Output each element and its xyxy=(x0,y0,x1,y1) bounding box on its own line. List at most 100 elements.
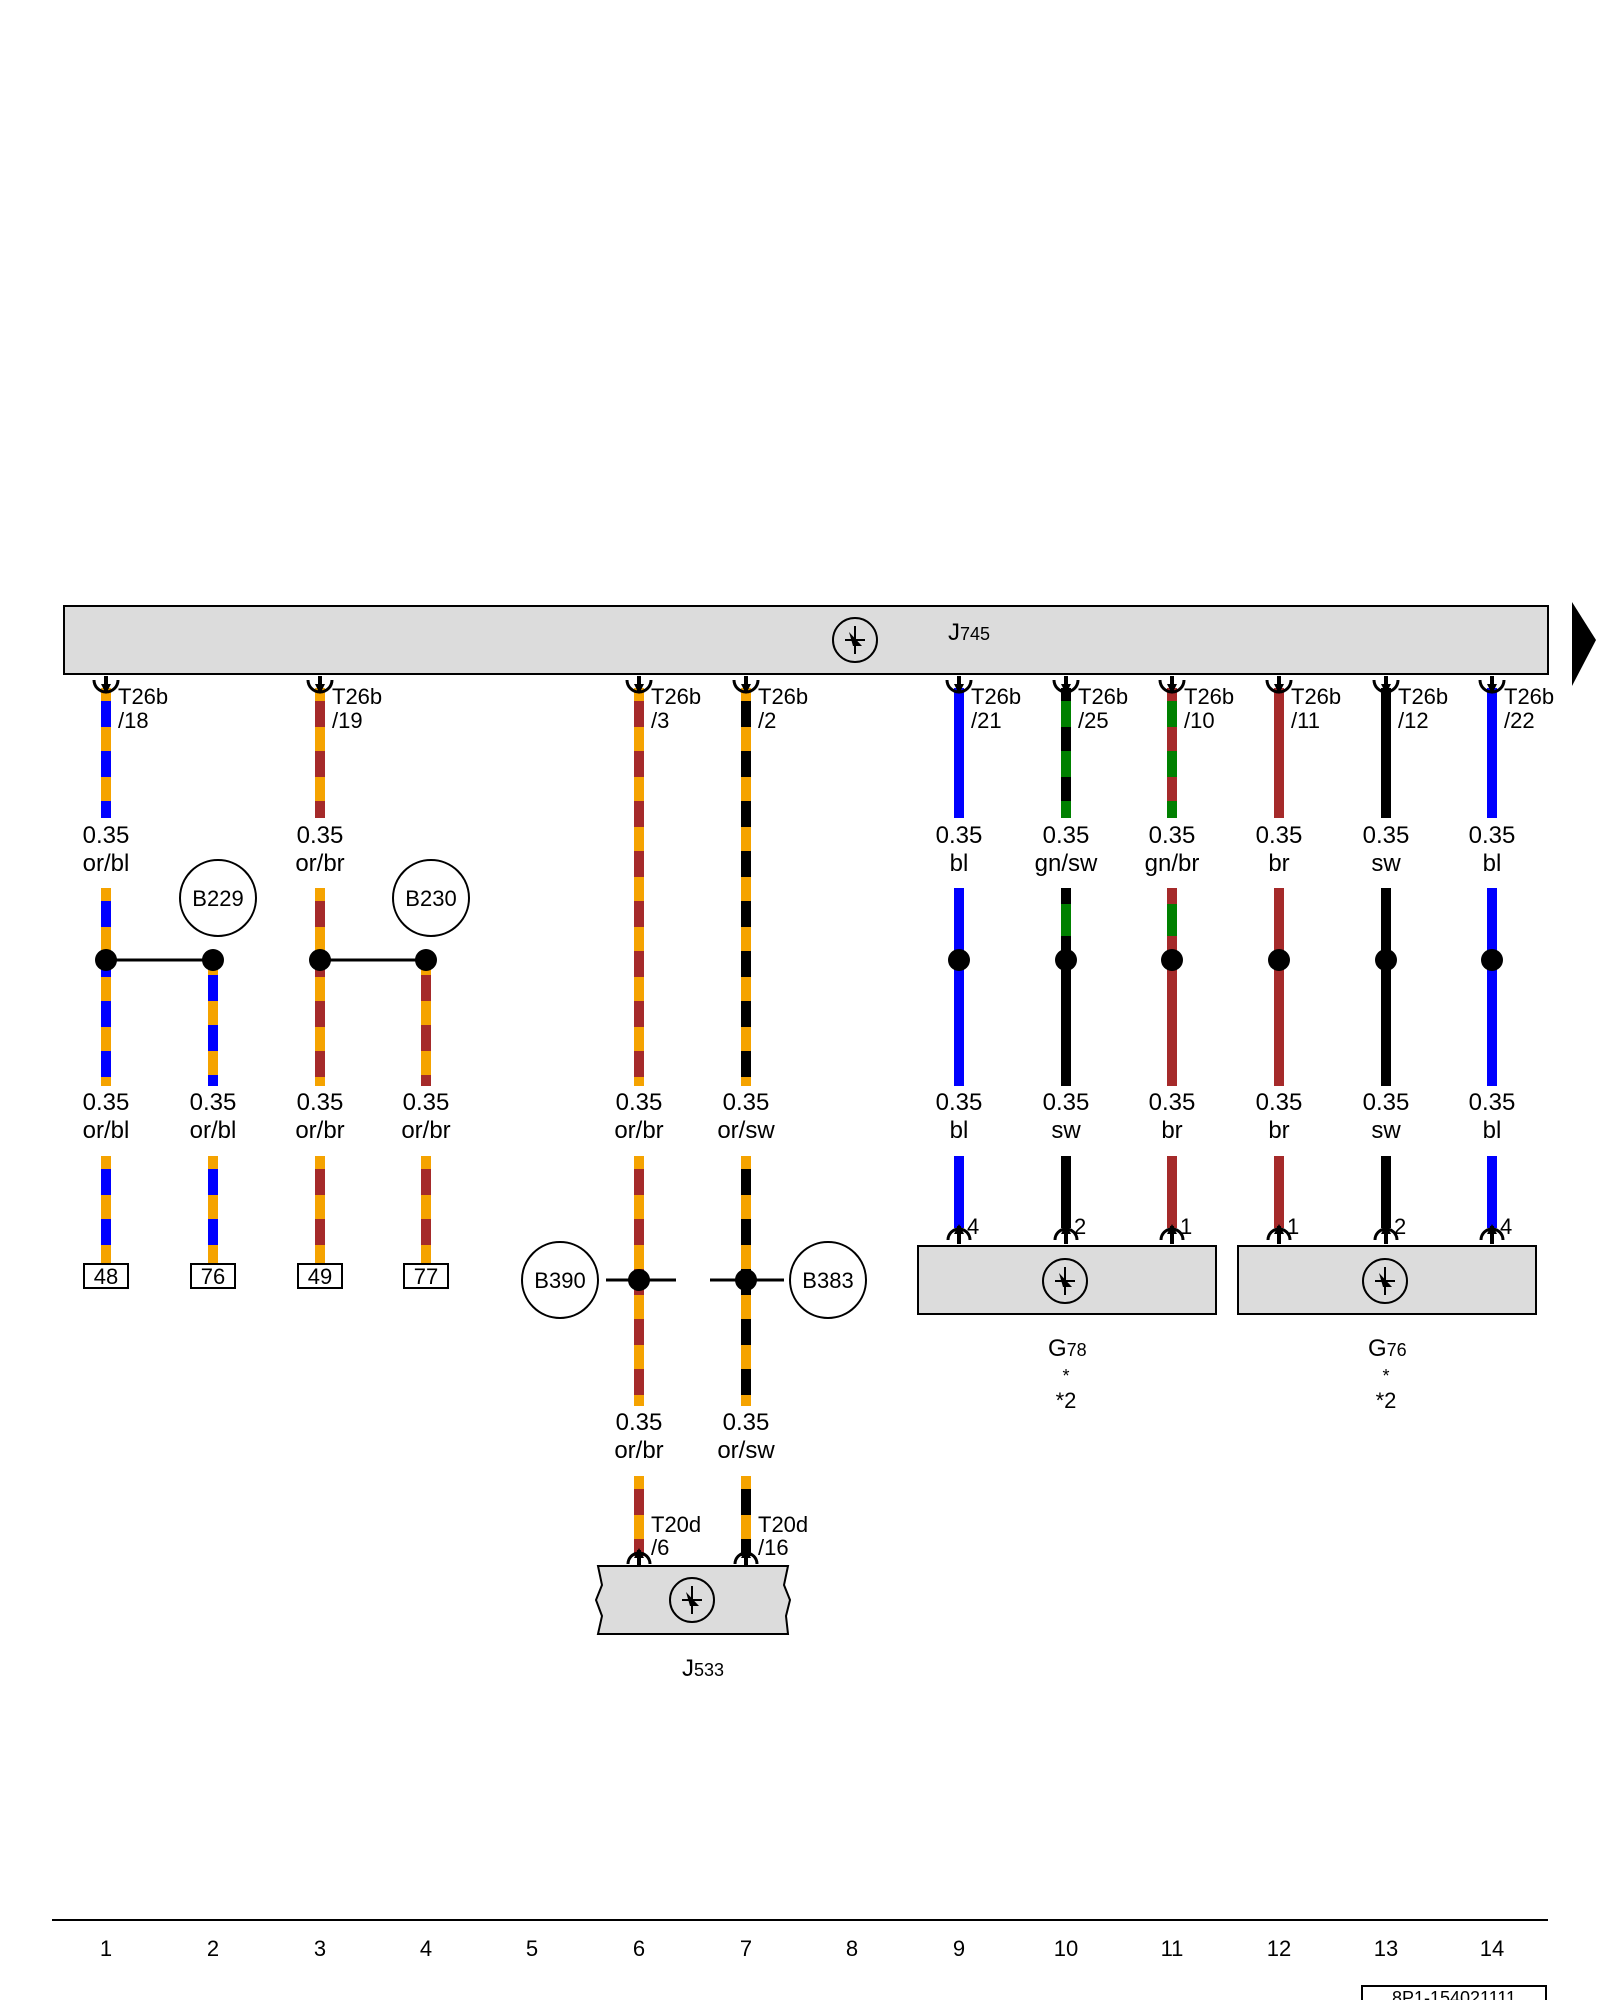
sensor-pin-number: 1 xyxy=(1287,1214,1299,1239)
pin-connector: T20d/6 xyxy=(626,1512,701,1568)
column-number: 3 xyxy=(314,1936,326,1961)
pin-connector: 4 xyxy=(946,1214,979,1244)
splice-dot xyxy=(309,949,331,971)
wire-color: or/br xyxy=(614,1117,663,1144)
sensor-pin-number: 4 xyxy=(1500,1214,1512,1239)
wire-size: 0.35 xyxy=(1363,1089,1410,1116)
splice-dot xyxy=(95,949,117,971)
connector-name: T26b xyxy=(332,684,382,709)
splice-label: B229 xyxy=(192,886,243,911)
sensor-pin-number: 2 xyxy=(1394,1214,1406,1239)
splice-label: B390 xyxy=(534,1268,585,1293)
connector-t13: T26b/12 xyxy=(1372,676,1448,733)
connector-name: T26b xyxy=(1184,684,1234,709)
sensor-g78[interactable]: G78 * *2 xyxy=(917,1245,1217,1413)
wire-color: or/br xyxy=(401,1117,450,1144)
wire-size: 0.35 xyxy=(1469,822,1516,849)
sensor-pin-number: 2 xyxy=(1074,1214,1086,1239)
g78-note-1: * xyxy=(1062,1366,1069,1386)
sensor-pin-number: 1 xyxy=(1180,1214,1192,1239)
wire-color: br xyxy=(1268,850,1289,877)
column-number: 14 xyxy=(1480,1936,1504,1961)
wire-size: 0.35 xyxy=(83,822,130,849)
connector-name: T26b xyxy=(1078,684,1128,709)
gateway-j533[interactable]: J533 xyxy=(594,1565,792,1682)
column-number: 8 xyxy=(846,1936,858,1961)
connector-t14: T26b/22 xyxy=(1478,676,1554,733)
wire-size: 0.35 xyxy=(403,1089,450,1116)
wire-color: sw xyxy=(1371,850,1401,877)
wire-color: bl xyxy=(950,850,969,877)
wire-size: 0.35 xyxy=(1469,1089,1516,1116)
ref-box-49: 49 xyxy=(297,1263,343,1289)
sensor-g76[interactable]: G76 * *2 xyxy=(1237,1245,1537,1413)
wire-color: br xyxy=(1161,1117,1182,1144)
wire-color: or/br xyxy=(295,850,344,877)
electronic-component-icon xyxy=(1362,1258,1408,1304)
connector-t6: T26b/3 xyxy=(625,676,701,733)
column-number: 1 xyxy=(100,1936,112,1961)
pin-connector: 1 xyxy=(1159,1214,1192,1244)
wire-size: 0.35 xyxy=(1043,822,1090,849)
wire-size: 0.35 xyxy=(723,1089,770,1116)
splice-dot xyxy=(415,949,437,971)
wire-size: 0.35 xyxy=(297,822,344,849)
splice-b390: B390 xyxy=(521,1241,599,1319)
wire-size: 0.35 xyxy=(1149,1089,1196,1116)
connector-t3: T26b/19 xyxy=(306,676,382,733)
wire-color: or/bl xyxy=(83,850,130,877)
wire-size: 0.35 xyxy=(1363,822,1410,849)
control-unit-j745[interactable]: J745 xyxy=(63,605,1549,675)
g76-note-2: *2 xyxy=(1376,1388,1397,1413)
splice-dot xyxy=(628,1269,650,1291)
connector-pin: /12 xyxy=(1398,708,1429,733)
connector-pin: /2 xyxy=(758,708,776,733)
connector-pin: /6 xyxy=(651,1535,669,1560)
wire-color: sw xyxy=(1051,1117,1081,1144)
connector-name: T26b xyxy=(971,684,1021,709)
pin-connector: 2 xyxy=(1053,1214,1086,1244)
wire-color: sw xyxy=(1371,1117,1401,1144)
splice-b229: B229 xyxy=(179,859,257,937)
wire-size: 0.35 xyxy=(936,822,983,849)
wire-color: or/br xyxy=(295,1117,344,1144)
splice-dot xyxy=(202,949,224,971)
ref-box-label: 49 xyxy=(308,1264,332,1289)
j745-label: J745 xyxy=(948,619,990,646)
pin-connector: 4 xyxy=(1479,1214,1512,1244)
wire-size: 0.35 xyxy=(936,1089,983,1116)
column-number: 13 xyxy=(1374,1936,1398,1961)
ref-box-label: 48 xyxy=(94,1264,118,1289)
wire-size: 0.35 xyxy=(83,1089,130,1116)
wire-size: 0.35 xyxy=(190,1089,237,1116)
connector-name: T26b xyxy=(651,684,701,709)
wire-color: or/sw xyxy=(717,1437,775,1464)
column-number: 7 xyxy=(740,1936,752,1961)
wire-color: bl xyxy=(1483,850,1502,877)
connector-name: T26b xyxy=(118,684,168,709)
splice-label: B383 xyxy=(802,1268,853,1293)
column-number: 9 xyxy=(953,1936,965,1961)
j533-label: J533 xyxy=(682,1655,724,1682)
splice-dot xyxy=(1055,949,1077,971)
wire-color: or/sw xyxy=(717,1117,775,1144)
splice-dot xyxy=(1375,949,1397,971)
connector-pin: /21 xyxy=(971,708,1002,733)
splice-dot xyxy=(1481,949,1503,971)
connector-t10: T26b/25 xyxy=(1052,676,1128,733)
wire-size: 0.35 xyxy=(616,1089,663,1116)
wire-labels: 0.35or/bl0.35or/br0.35bl0.35gn/sw0.35gn/… xyxy=(83,822,1516,1464)
